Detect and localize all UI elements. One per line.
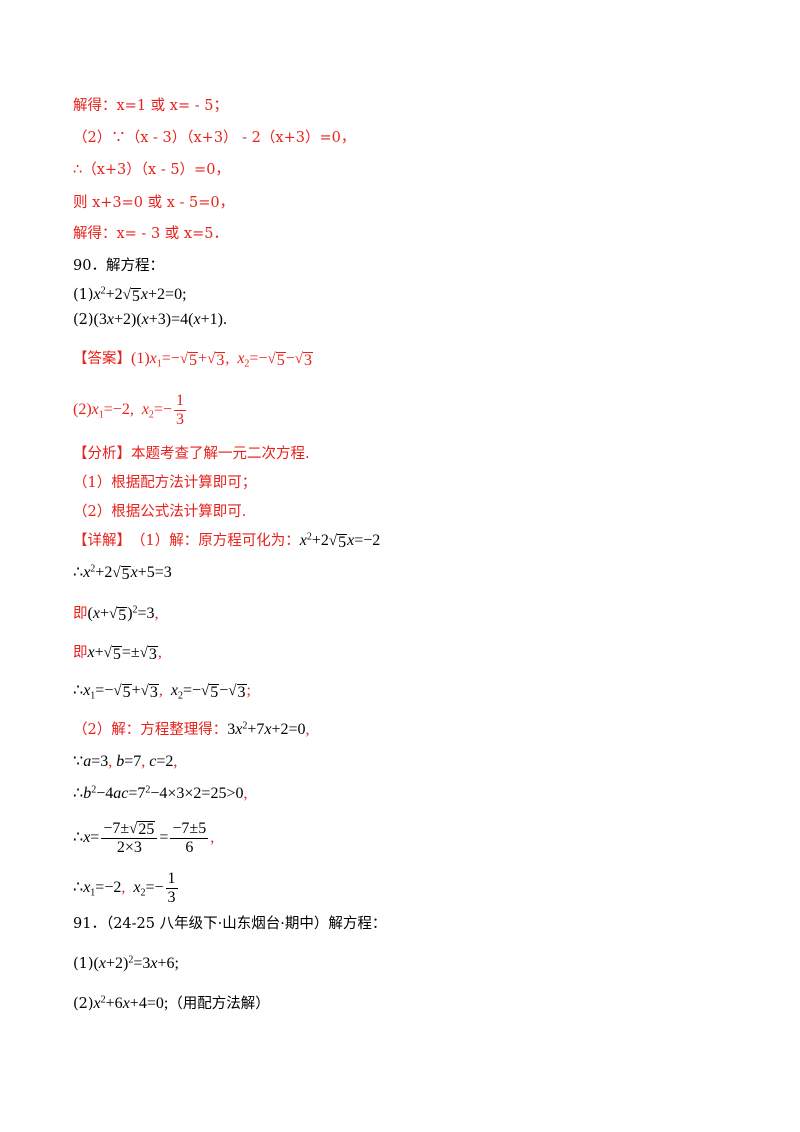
solution-line-2: （2）∵（x - 3）（x+3） - 2（x+3）=0， <box>73 130 356 146</box>
detail-text: （1）解：原方程可化为： <box>131 533 300 549</box>
solution-line-3: ∴（x+3）（x - 5）=0， <box>73 162 230 178</box>
question-91-part-1: (1) (x+2)2=3x+6; <box>73 954 179 974</box>
prefix-text: 即 <box>73 606 88 622</box>
analysis-line: 【分析】 本题考查了解一元二次方程. <box>73 444 310 464</box>
detail-tag: 【详解】 <box>73 533 131 549</box>
detail-line-3: 即 (x+√5)2=3, <box>73 604 159 624</box>
detail-line-4: 即 x+√5=±√3, <box>73 643 162 663</box>
prefix-text: 即 <box>73 645 88 661</box>
part-label: (1) <box>73 956 94 972</box>
part-label: (1) <box>73 287 94 303</box>
answer-part-1: 【答案】 (1)x1=−√5+√3, x2=−√5−√3 <box>73 349 313 369</box>
analysis-text: 本题考查了解一元二次方程. <box>131 446 310 462</box>
detail-part-2-line-1: （2）解：方程整理得： 3x2+7x+2=0, <box>73 720 310 740</box>
question-91-part-2: (2) x2+6x+4=0; （用配方法解） <box>73 994 270 1014</box>
detail-text: （2）解：方程整理得： <box>73 722 228 738</box>
solution-line-4: 则 x+3=0 或 x - 5=0， <box>73 195 235 211</box>
part-label: (2) <box>73 401 92 419</box>
equation: (x+2)2=3x+6; <box>93 954 179 972</box>
equation: 3x2+7x+2=0, <box>227 720 310 738</box>
equation: ∵a=3, b=7, c=2, <box>73 753 178 770</box>
question-90-title: 90．解方程： <box>73 258 164 274</box>
equation: x+√5=±√3, <box>87 644 162 663</box>
detail-line-5: ∴x1=−√5+√3, x2=−√5−√3; <box>73 681 251 701</box>
equation: ∴x1=−√5+√3, x2=−√5−√3; <box>73 682 251 702</box>
question-91-title: 91．（24-25 八年级下·山东烟台·期中）解方程： <box>73 916 387 932</box>
equation: (1)x1=−√5+√3, x2=−√5−√3 <box>131 350 313 370</box>
part-label: (2) <box>73 312 94 328</box>
analysis-point-1: （1）根据配方法计算即可； <box>73 475 257 491</box>
part-label: (1) <box>131 350 150 367</box>
answer-tag: 【答案】 <box>73 351 131 367</box>
solution-line-5: 解得：x= - 3 或 x=5． <box>73 226 228 242</box>
detail-part-2-line-2: ∵a=3, b=7, c=2, <box>73 752 177 772</box>
part-label: (2) <box>73 996 94 1012</box>
equation: (x+√5)2=3, <box>87 604 159 624</box>
equation: x2+6x+4=0; <box>93 994 169 1012</box>
analysis-tag: 【分析】 <box>73 446 131 462</box>
question-90-part-2: (2) (3x+2)(x+3)=4(x+1). <box>73 310 227 330</box>
detail-part-2-line-3: ∴b2−4ac=72−4×3×2=25>0, <box>73 784 247 804</box>
method-note: （用配方法解） <box>168 996 270 1012</box>
equation: ∴b2−4ac=72−4×3×2=25>0, <box>73 784 248 802</box>
analysis-point-2: （2）根据公式法计算即可. <box>73 504 247 520</box>
equation: (3x+2)(x+3)=4(x+1). <box>93 311 227 328</box>
solution-line-1: 解得：x=1 或 x= - 5； <box>73 98 228 114</box>
